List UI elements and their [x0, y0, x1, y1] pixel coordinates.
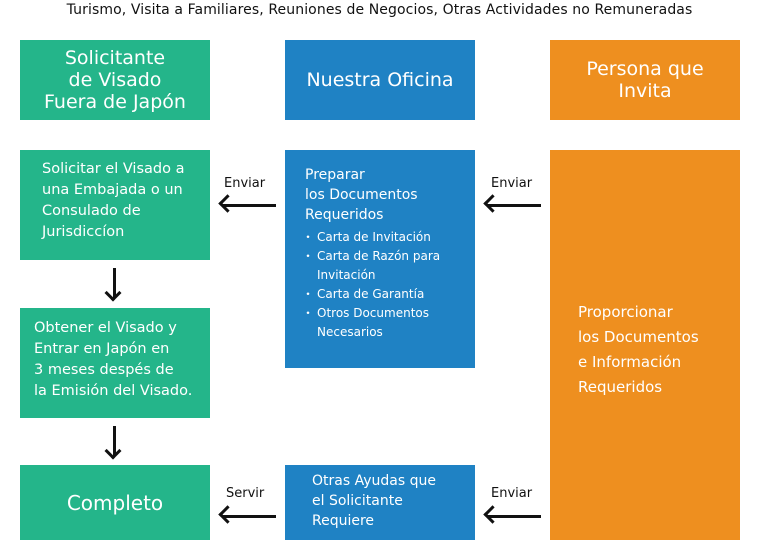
step-complete-text: Completo [66, 490, 164, 515]
step-other-help: Otras Ayudas que el Solicitante Requiere [285, 465, 475, 540]
arrow-down-1 [113, 268, 116, 298]
header-inviter: Persona que Invita [550, 40, 740, 120]
header-applicant-label: Solicitante de Visado Fuera de Japón [44, 47, 186, 113]
step-provide-documents: Proporcionar los Documentos e Informació… [550, 150, 740, 540]
step-other-help-text: Otras Ayudas que el Solicitante Requiere [312, 473, 436, 529]
header-inviter-label: Persona que Invita [586, 58, 704, 102]
label-send-bottom-right: Enviar [491, 486, 533, 501]
document-item: Otros Documentos Necesarios [302, 304, 467, 342]
step-obtain-visa-text: Obtener el Visado y Entrar en Japón en 3… [34, 320, 193, 399]
header-office: Nuestra Oficina [285, 40, 475, 120]
header-office-label: Nuestra Oficina [306, 69, 454, 91]
step-apply-visa: Solicitar el Visado a una Embajada o un … [20, 150, 210, 260]
prepare-documents-title: Preparar los Documentos Requeridos [305, 167, 418, 223]
step-prepare-documents: Preparar los Documentos Requeridos Carta… [285, 150, 475, 368]
document-item: Carta de Razón para Invitación [302, 247, 467, 285]
arrow-left-top-right [487, 204, 541, 207]
label-send-top-right: Enviar [491, 176, 533, 191]
document-item: Carta de Garantía [302, 285, 467, 304]
document-item: Carta de Invitación [302, 228, 467, 247]
step-apply-visa-text: Solicitar el Visado a una Embajada o un … [42, 161, 185, 240]
label-send-top-left: Enviar [224, 176, 266, 191]
diagram-title: Turismo, Visita a Familiares, Reuniones … [66, 2, 693, 18]
step-complete: Completo [20, 465, 210, 540]
label-serve: Servir [226, 486, 265, 501]
step-obtain-visa: Obtener el Visado y Entrar en Japón en 3… [20, 308, 210, 418]
arrow-left-top-left [222, 204, 276, 207]
arrow-left-bottom-left [222, 515, 276, 518]
documents-list: Carta de Invitación Carta de Razón para … [302, 228, 467, 342]
header-applicant: Solicitante de Visado Fuera de Japón [20, 40, 210, 120]
arrow-down-2 [113, 426, 116, 456]
step-provide-documents-text: Proporcionar los Documentos e Informació… [578, 303, 699, 396]
arrow-left-bottom-right [487, 515, 541, 518]
